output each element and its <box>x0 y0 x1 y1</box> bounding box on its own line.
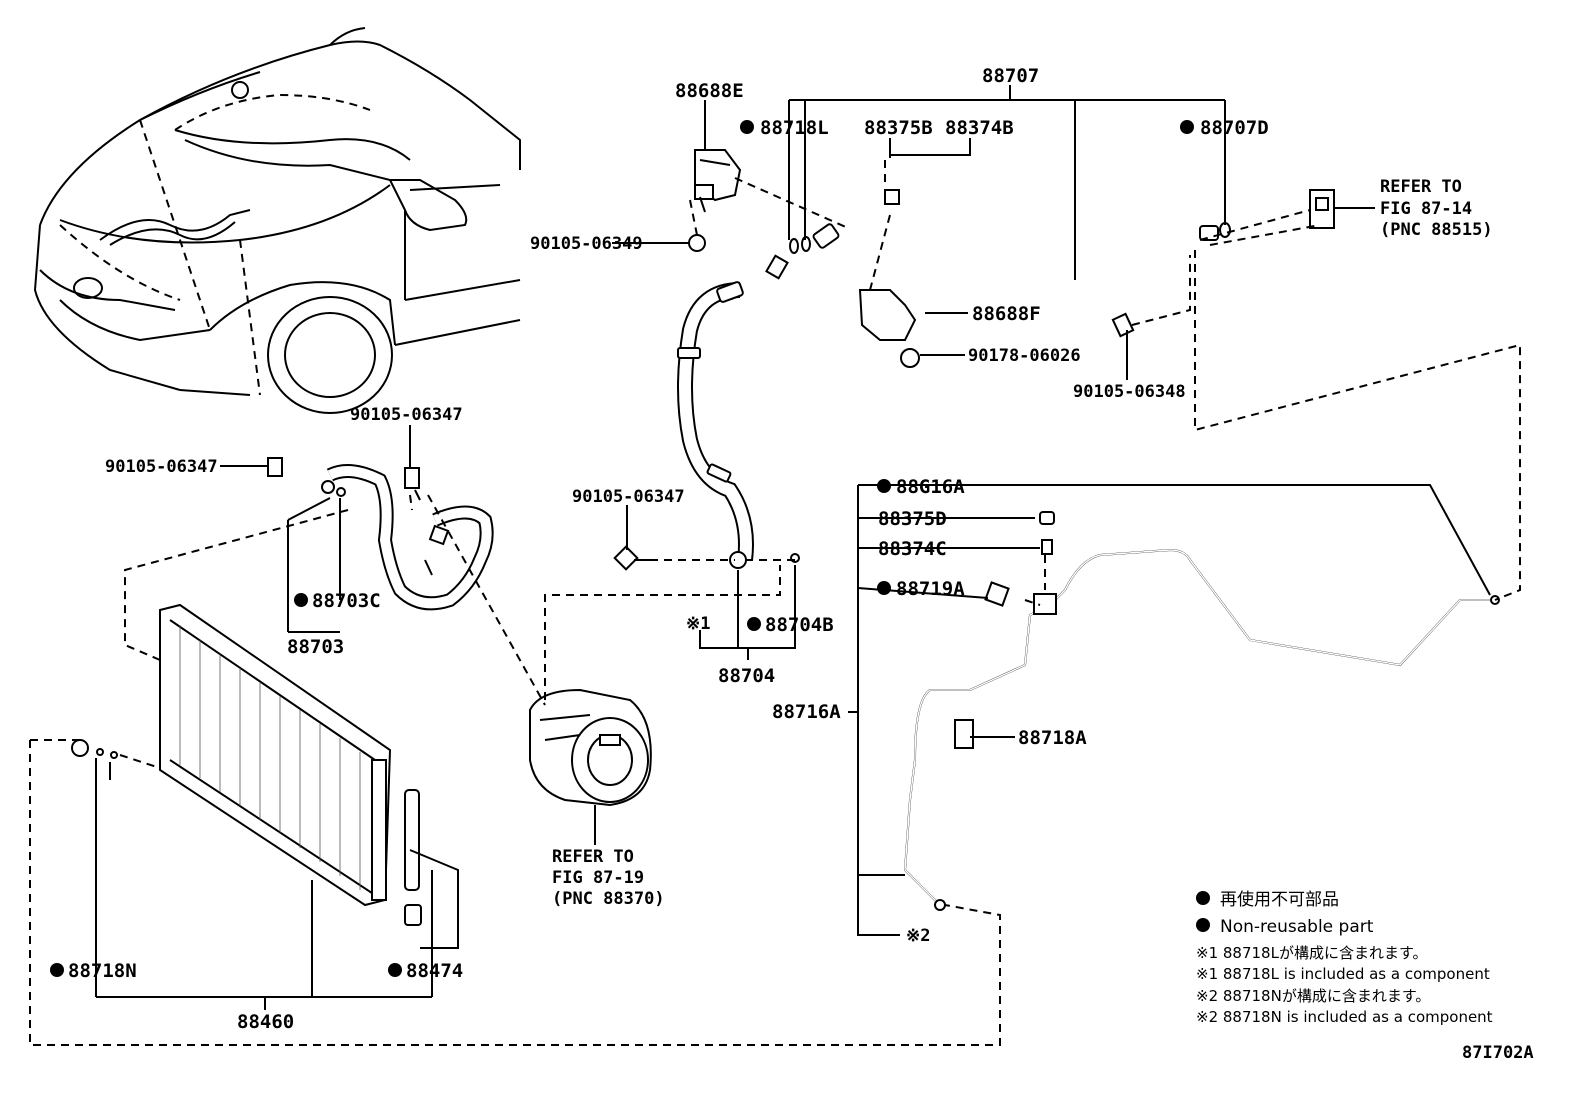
refer-87-14-line3: (PNC 88515) <box>1380 220 1493 240</box>
label-88716A: 88716A <box>772 701 841 723</box>
label-90105-06347-mid: 90105-06347 <box>572 487 685 507</box>
label-88375D: 88375D <box>878 508 947 530</box>
refer-87-14-line1: REFER TO <box>1380 177 1462 197</box>
label-88718A: 88718A <box>1018 727 1087 749</box>
discharge-hose-88707 <box>812 189 1231 296</box>
refer-to-fig87-14: REFER TO FIG 87-14 (PNC 88515) <box>1380 177 1493 240</box>
label-90178-06026: 90178-06026 <box>968 346 1081 366</box>
label-88688E: 88688E <box>675 80 744 102</box>
refer-87-14-line2: FIG 87-14 <box>1380 199 1472 219</box>
label-90105-06348: 90105-06348 <box>1073 382 1186 402</box>
refer-block-fig87-14 <box>1309 189 1375 229</box>
compressor <box>529 688 652 807</box>
label-88703: 88703 <box>287 636 344 658</box>
refer-87-19-line3: (PNC 88370) <box>552 889 665 909</box>
label-88704B: 88704B <box>765 614 834 636</box>
label-90105-06347-top: 90105-06347 <box>350 405 463 425</box>
label-88374B: 88374B <box>945 117 1014 139</box>
label-88G16A: 88G16A <box>896 476 965 498</box>
vehicle-illustration <box>33 27 521 414</box>
bracket-88688E <box>688 149 742 252</box>
bolt-90105-06347-middle <box>613 545 650 571</box>
label-88704: 88704 <box>718 665 775 687</box>
refer-to-fig87-19: REFER TO FIG 87-19 (PNC 88370) <box>552 847 665 909</box>
label-88460: 88460 <box>237 1011 294 1033</box>
leader-lines <box>95 85 1491 1010</box>
label-note1-mark: ※1 <box>686 614 710 634</box>
label-88375B: 88375B <box>864 117 933 139</box>
label-90105-06349: 90105-06349 <box>530 234 643 254</box>
liquid-pipe-88716A <box>903 511 1500 911</box>
label-88719A: 88719A <box>896 578 965 600</box>
part-labels: 88707 88688E 88718L 88375B 88374B 88707D… <box>68 65 1269 1033</box>
condenser-88460 <box>71 603 422 926</box>
bracket-88688F <box>858 289 920 368</box>
label-88707D: 88707D <box>1200 117 1269 139</box>
label-88707: 88707 <box>982 65 1039 87</box>
label-88474: 88474 <box>406 960 463 982</box>
nonreusable-dots <box>50 120 1194 977</box>
label-88688F: 88688F <box>972 303 1041 325</box>
suction-hose-88704 <box>677 236 811 569</box>
legend: 再使用不可部品 Non-reusable part ※1 88718Lが構成に含… <box>1196 889 1493 1026</box>
label-88374C: 88374C <box>878 538 947 560</box>
bolt-90105-06348 <box>1111 255 1191 338</box>
label-88718L: 88718L <box>760 117 829 139</box>
refer-87-19-line2: FIG 87-19 <box>552 868 644 888</box>
discharge-hose-88703 <box>267 457 494 611</box>
label-88703C: 88703C <box>312 590 381 612</box>
figure-id: 87I702A <box>1462 1043 1534 1063</box>
dashed-connectors <box>29 160 1521 1046</box>
refer-87-19-line1: REFER TO <box>552 847 634 867</box>
legend-note1-jp: ※1 88718Lが構成に含まれます。 <box>1196 944 1427 962</box>
legend-note1-en: ※1 88718L is included as a component <box>1196 965 1490 983</box>
legend-jp-nonreusable: 再使用不可部品 <box>1220 889 1339 910</box>
legend-note2-jp: ※2 88718Nが構成に含まれます。 <box>1196 987 1430 1005</box>
label-90105-06347-left: 90105-06347 <box>105 457 218 477</box>
legend-en-nonreusable: Non-reusable part <box>1220 917 1374 937</box>
legend-note2-en: ※2 88718N is included as a component <box>1196 1008 1493 1026</box>
label-88718N: 88718N <box>68 960 137 982</box>
label-note2-mark: ※2 <box>906 926 930 946</box>
